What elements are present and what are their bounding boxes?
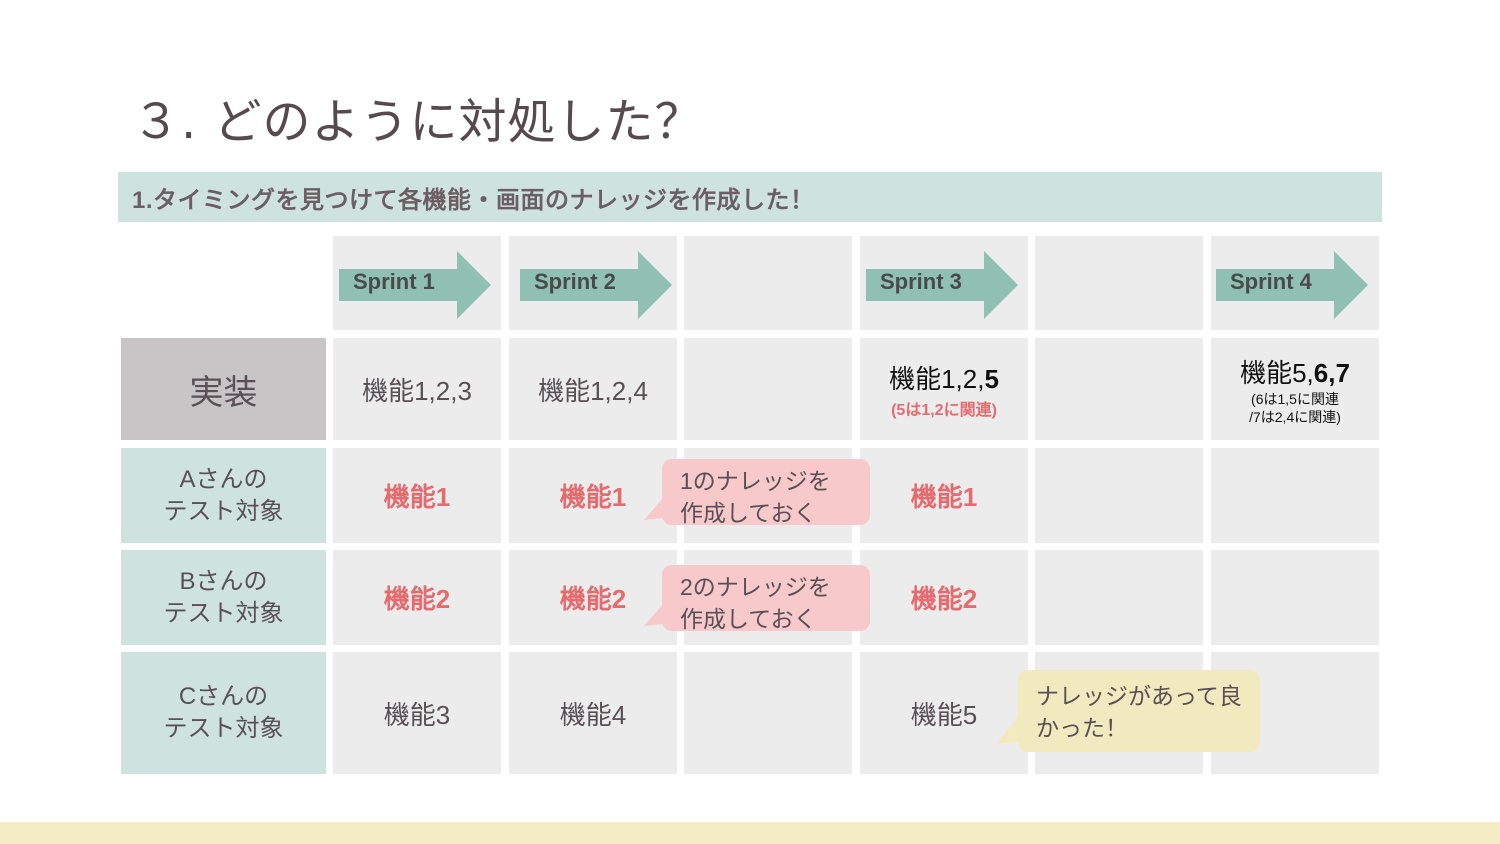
impl-text-bold: 6,7 [1313, 357, 1350, 388]
impl-cell-empty2 [1035, 338, 1203, 440]
impl-cell-s3: 機能1,2,5 (5は1,2に関連) [860, 338, 1028, 440]
header-cell-5 [1035, 236, 1203, 330]
b-cell-s3: 機能2 [860, 550, 1028, 645]
impl-text: 機能1,2, [889, 363, 985, 394]
impl-text-bold: 5 [984, 363, 999, 394]
b-cell-s1: 機能2 [333, 550, 501, 645]
b-text: 機能2 [383, 584, 451, 614]
header-cell-3 [684, 236, 852, 330]
sprint-label: Sprint 1 [353, 269, 435, 294]
sprint-arrow-3: Sprint 3 [866, 251, 1018, 319]
bubble-line: 2のナレッジを [680, 574, 831, 600]
row-label-a: Aさんの テスト対象 [121, 448, 326, 543]
c-cell-empty1 [684, 652, 852, 774]
a-cell-s3: 機能1 [860, 448, 1028, 543]
sprint-arrow-4: Sprint 4 [1216, 251, 1368, 319]
impl-note: (5は1,2に関連) [891, 401, 997, 419]
bubble-line: ナレッジがあって良 [1036, 683, 1242, 709]
impl-cell-s4: 機能5,6,7 (6は1,5に関連 /7は2,4に関連) [1211, 338, 1379, 440]
b-cell-s2: 機能2 [509, 550, 677, 645]
arrow-icon [1216, 251, 1368, 319]
a-cell-s2: 機能1 [509, 448, 677, 543]
sprint-arrow-1: Sprint 1 [339, 251, 491, 319]
b-cell-empty3 [1211, 550, 1379, 645]
a-text: 機能1 [910, 482, 978, 512]
c-cell-s2: 機能4 [509, 652, 677, 774]
subtitle: 1.タイミングを見つけて各機能・画面のナレッジを作成した！ [132, 187, 815, 214]
bubble-line: 作成しておく [680, 606, 817, 632]
bubble-line: かった！ [1036, 715, 1128, 741]
row-label-c: Cさんの テスト対象 [121, 652, 326, 774]
impl-cell-s2: 機能1,2,4 [509, 338, 677, 440]
row-label-line: Cさんの [178, 683, 269, 710]
sprint-label: Sprint 4 [1230, 269, 1312, 294]
sprint-label: Sprint 3 [880, 269, 962, 294]
impl-text: 機能1,2,4 [538, 375, 648, 406]
impl-note: (6は1,5に関連 [1251, 390, 1339, 407]
arrow-icon [520, 251, 672, 319]
row-label-line: Aさんの [179, 465, 268, 493]
b-text: 機能2 [910, 584, 978, 614]
bubble-line: 作成しておく [680, 500, 817, 526]
footer-bar [0, 822, 1500, 844]
sprint-arrow-2: Sprint 2 [520, 251, 672, 319]
b-cell-empty2 [1035, 550, 1203, 645]
c-cell-s1: 機能3 [333, 652, 501, 774]
row-label-line: テスト対象 [163, 599, 284, 627]
row-label-line: Bさんの [179, 567, 268, 595]
row-label-line: テスト対象 [163, 715, 284, 742]
arrow-icon [866, 251, 1018, 319]
sprint-label: Sprint 2 [534, 269, 616, 294]
subtitle-bar [118, 172, 1382, 222]
c-cell-s3: 機能5 [860, 652, 1028, 774]
bubble-line: 1のナレッジを [680, 468, 831, 494]
knowledge-bubble-c: ナレッジがあって良 かった！ [1018, 670, 1260, 752]
b-text: 機能2 [559, 584, 627, 614]
row-label-line: テスト対象 [163, 497, 284, 525]
a-text: 機能1 [383, 482, 451, 512]
arrow-icon [339, 251, 491, 319]
row-label-impl: 実装 [121, 338, 326, 440]
row-label-b: Bさんの テスト対象 [121, 550, 326, 645]
impl-cell-empty1 [684, 338, 852, 440]
a-cell-empty2 [1035, 448, 1203, 543]
impl-note: /7は2,4に関連) [1249, 408, 1341, 425]
page-title: ３. どのように対処した？ [132, 94, 704, 150]
knowledge-bubble-b: 2のナレッジを 作成しておく [662, 565, 870, 632]
impl-cell-s1: 機能1,2,3 [333, 338, 501, 440]
a-cell-empty3 [1211, 448, 1379, 543]
c-text: 機能3 [383, 699, 451, 730]
knowledge-bubble-a: 1のナレッジを 作成しておく [662, 459, 870, 526]
impl-text: 機能1,2,3 [362, 375, 472, 406]
a-text: 機能1 [559, 482, 627, 512]
c-text: 機能5 [910, 699, 978, 730]
impl-text: 機能5, [1240, 357, 1314, 388]
a-cell-s1: 機能1 [333, 448, 501, 543]
c-text: 機能4 [559, 699, 627, 730]
